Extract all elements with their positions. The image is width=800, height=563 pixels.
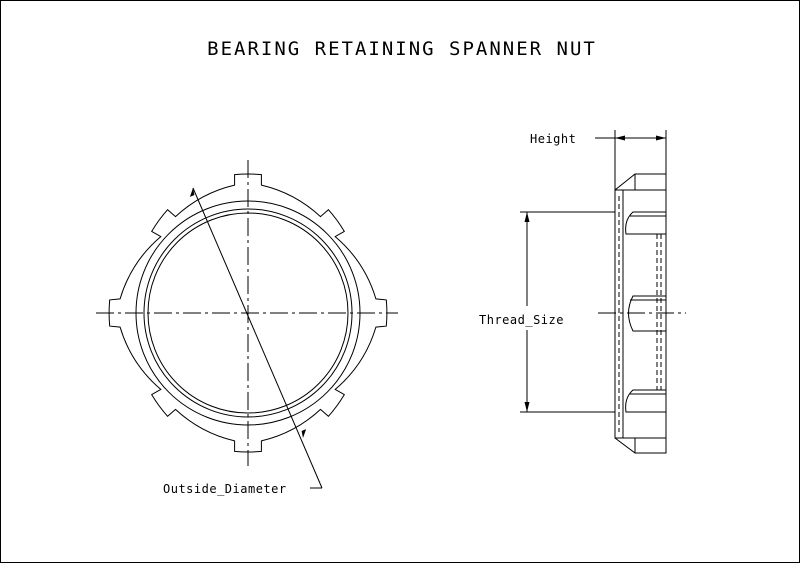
height-arrow-right <box>656 135 666 141</box>
arrow-head-top <box>189 188 195 197</box>
thread-arrow-bottom <box>524 402 530 412</box>
groove-bottom <box>625 389 666 413</box>
front-view <box>96 160 398 489</box>
arrow-head-bottom <box>301 429 307 438</box>
thread-size-label: Thread_Size <box>479 313 564 327</box>
groove-top <box>625 211 666 235</box>
height-label: Height <box>530 132 576 146</box>
outside-diameter-label: Outside_Diameter <box>163 482 287 496</box>
thread-arrow-top <box>524 212 530 222</box>
drawing-title: BEARING RETAINING SPANNER NUT <box>207 38 597 60</box>
height-arrow-left <box>615 135 625 141</box>
slotted-outer-outline <box>108 173 388 453</box>
side-view <box>520 130 686 454</box>
outside-diameter-dimension-line <box>192 187 323 489</box>
